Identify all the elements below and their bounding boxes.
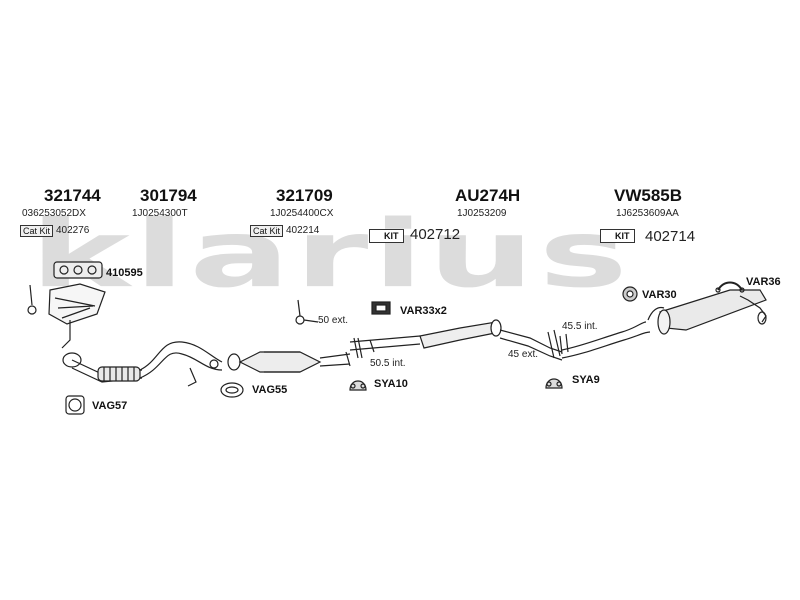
dimension-annotation: 50 ext. — [318, 315, 349, 326]
front-pipe-icon — [62, 341, 223, 387]
oe-number-middle-silencer: 1J0253209 — [457, 208, 507, 219]
catalytic-converter-icon — [227, 351, 351, 373]
rear-silencer-icon — [657, 289, 767, 335]
var36-label: VAR36 — [746, 276, 781, 288]
sya10-label: SYA10 — [374, 378, 408, 390]
clamp-var30-icon — [622, 286, 638, 302]
rubber-mount-sya10-icon — [349, 380, 367, 391]
pipe-cut-marks-icon — [547, 329, 569, 359]
part-number-middle-silencer: AU274H — [455, 186, 521, 205]
bracket-var36-icon — [715, 281, 745, 293]
middle-silencer-icon — [419, 319, 563, 361]
connecting-pipe-icon — [345, 335, 421, 367]
tail-pipe-icon — [561, 306, 665, 359]
dimension-annotation: 45.5 int. — [562, 321, 598, 332]
vag57-label: VAG57 — [92, 400, 128, 412]
oe-number-manifold: 036253052DX — [22, 208, 86, 219]
oe-number-catalyst: 1J0254400CX — [270, 208, 334, 219]
rubber-mount-sya9-icon — [545, 378, 563, 389]
part-number-rear-silencer: VW585B — [614, 186, 683, 205]
kit-number: 402712 — [410, 226, 461, 243]
oe-number-rear-silencer: 1J6253609AA — [616, 208, 679, 219]
exhaust-manifold-icon — [48, 283, 106, 349]
part-number-manifold: 321744 — [44, 186, 101, 205]
dimension-annotation: 45 ext. — [508, 349, 539, 360]
part-number-front-pipe: 301794 — [140, 186, 197, 205]
gasket-vag57-icon — [65, 395, 85, 415]
cat-kit-number: 402276 — [56, 225, 90, 236]
oe-number-front-pipe: 1J0254300T — [132, 208, 188, 219]
cat-kit-badge: Cat Kit — [250, 225, 284, 237]
brand-watermark: klarius — [30, 200, 632, 309]
gasket-part-label: 410595 — [106, 267, 143, 279]
sya9-label: SYA9 — [572, 374, 600, 386]
var33-label: VAR33x2 — [400, 305, 447, 317]
lambda-sensor-icon — [27, 284, 319, 325]
dimension-annotation: 50.5 int. — [370, 358, 406, 369]
cat-kit-number: 402214 — [286, 225, 320, 236]
clamp-var33-icon — [371, 301, 391, 315]
kit-badge: KIT — [369, 229, 404, 243]
gasket-vag55-icon — [220, 382, 244, 398]
var30-label: VAR30 — [642, 289, 677, 301]
cat-kit-badge: Cat Kit — [20, 225, 54, 237]
manifold-gasket-icon — [53, 261, 103, 279]
kit-badge: KIT — [600, 229, 635, 243]
vag55-label: VAG55 — [252, 384, 288, 396]
kit-number: 402714 — [645, 228, 696, 245]
part-number-catalyst: 321709 — [276, 186, 333, 205]
